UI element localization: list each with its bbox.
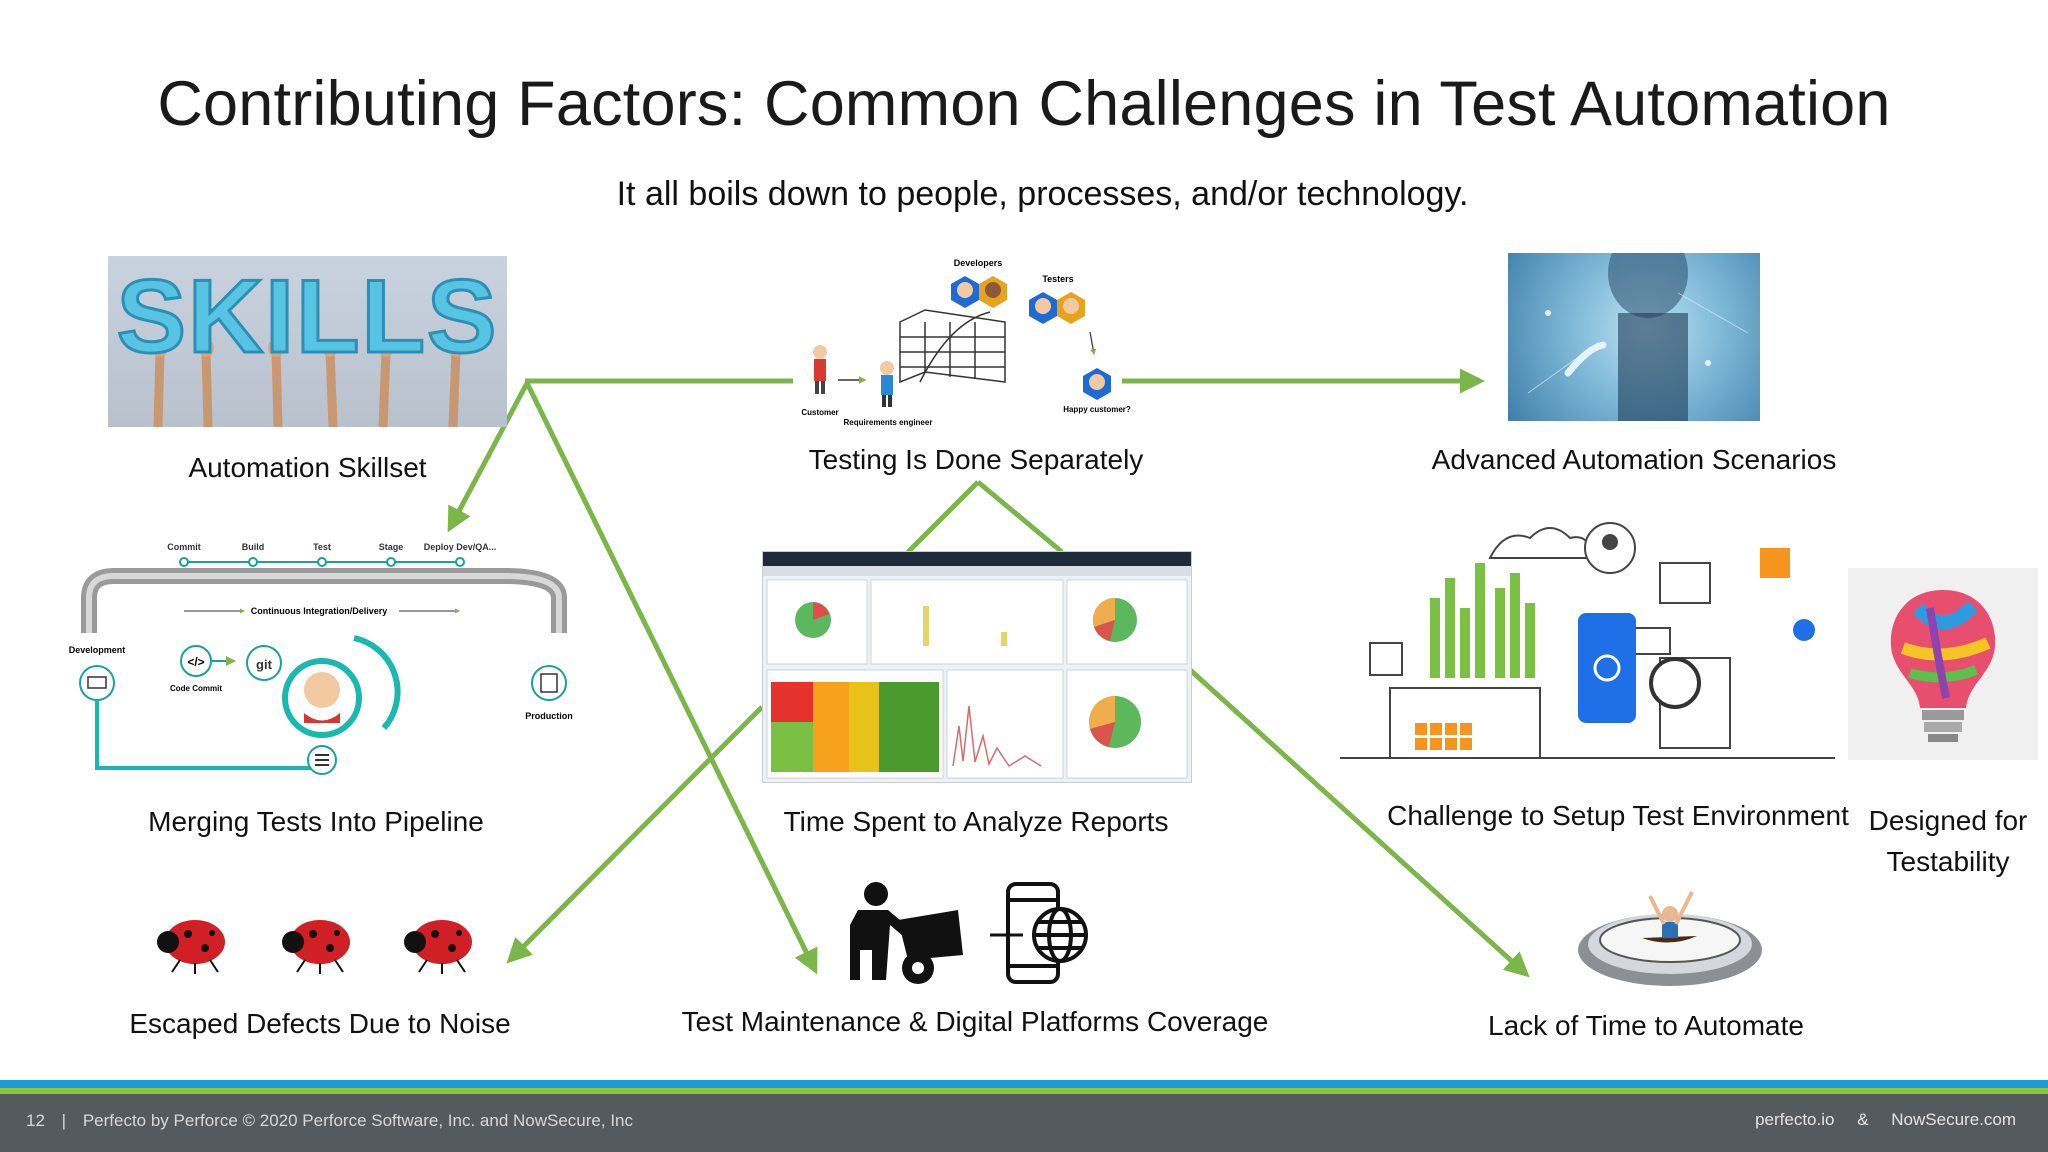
label-production: Production — [525, 711, 573, 721]
magnifier-icon — [1649, 657, 1701, 709]
ci-label: Continuous Integration/Delivery — [251, 606, 388, 616]
caption-lack-of-time: Lack of Time to Automate — [1488, 1010, 1804, 1041]
stage-commit: Commit — [167, 542, 201, 552]
drowning-man-icon — [1648, 891, 1694, 938]
footer-left: 12 | Perfecto by Perforce © 2020 Perforc… — [26, 1111, 633, 1130]
happy-customer-icon — [1083, 368, 1111, 400]
code-icon — [180, 645, 212, 677]
stage-build: Build — [242, 542, 265, 552]
stage-deploy: Deploy Dev/QA... — [424, 542, 497, 552]
lightbulb-image — [1848, 568, 2038, 760]
developer-avatars — [951, 276, 1007, 308]
customer-figure-icon — [813, 345, 827, 394]
cube-box-icon — [1369, 642, 1403, 676]
tester-avatars — [1029, 292, 1085, 324]
label-customer: Customer — [801, 408, 838, 417]
slide-title: Contributing Factors: Common Challenges … — [157, 69, 1891, 139]
footer-stripe-blue — [0, 1080, 2048, 1088]
footer-link-perfecto[interactable]: perfecto.io — [1755, 1110, 1835, 1129]
ladybug-icon-2 — [282, 920, 350, 974]
stage-test: Test — [313, 542, 331, 552]
cloud-icon — [1488, 527, 1594, 559]
pipe-icon — [81, 568, 567, 633]
caption-merging-tests: Merging Tests Into Pipeline — [148, 806, 484, 837]
label-happy-customer: Happy customer? — [1063, 405, 1131, 414]
ladybug-icon-1 — [157, 920, 225, 974]
svg-text:git: git — [256, 657, 273, 672]
lightbulb-icon — [1890, 590, 1996, 742]
arrow-caption-to-reports-right — [976, 480, 1064, 554]
caption-automation-skillset: Automation Skillset — [188, 452, 427, 483]
pipeline-image: Commit Build Test Stage Deploy Dev/QA...… — [64, 538, 584, 775]
footer-copyright: Perfecto by Perforce © 2020 Perforce Sof… — [82, 1111, 633, 1130]
arrow-reports-to-defects — [506, 705, 764, 964]
caption-setup-environment: Challenge to Setup Test Environment — [1387, 800, 1849, 831]
pie-chart-icon-1 — [795, 602, 831, 638]
label-testers: Testers — [1042, 274, 1073, 284]
smartphone-icon — [1578, 613, 1636, 723]
advanced-automation-image — [1508, 253, 1760, 421]
label-development: Development — [69, 645, 126, 655]
badge-icon — [1793, 619, 1815, 641]
environment-image — [1330, 518, 1840, 768]
arrow-skills-to-maintenance — [524, 381, 818, 975]
label-developers: Developers — [954, 258, 1003, 268]
maintenance-icons — [848, 880, 1098, 990]
arrow-reports-to-lack-of-time — [1186, 666, 1530, 978]
arrow-caption-to-reports-left — [906, 480, 980, 554]
footer-right: perfecto.io & NowSecure.com — [1755, 1110, 2016, 1130]
footer-bar — [0, 1094, 2048, 1152]
rss-icon — [1760, 548, 1790, 578]
laptop-icon — [79, 665, 115, 701]
page-number: 12 — [26, 1111, 45, 1130]
stopwatch-image — [1572, 878, 1768, 996]
label-requirements-engineer: Requirements engineer — [844, 418, 933, 427]
pie-chart-icon-2 — [1092, 597, 1137, 642]
git-icon — [246, 645, 282, 681]
ladybug-icon-3 — [404, 920, 472, 974]
label-code-commit: Code Commit — [170, 684, 222, 693]
mobile-globe-icon — [990, 882, 1088, 984]
server-icon — [531, 665, 567, 701]
orange-blocks-icon — [1415, 723, 1472, 750]
svg-text:</>: </> — [187, 655, 204, 669]
caption-designed-testability: Designed for Testability — [1868, 805, 2028, 877]
pie-chart-icon-3 — [1089, 696, 1141, 748]
green-bars-icon — [1430, 563, 1535, 678]
footer-ampersand: & — [1857, 1110, 1869, 1129]
mechanic-car-icon — [850, 882, 963, 984]
reports-dashboard-image — [762, 551, 1192, 783]
caption-testing-separately: Testing Is Done Separately — [808, 444, 1144, 475]
stage-stage: Stage — [379, 542, 404, 552]
skills-image: SKILLS — [108, 256, 507, 427]
brick-wall-icon — [899, 309, 1006, 384]
bar-chart-icon — [923, 606, 1007, 646]
requirements-engineer-icon — [880, 361, 894, 407]
caption-maintenance-coverage: Test Maintenance & Digital Platforms Cov… — [681, 1006, 1269, 1037]
footer-link-nowsecure[interactable]: NowSecure.com — [1891, 1110, 2016, 1129]
caption-advanced-scenarios: Advanced Automation Scenarios — [1431, 444, 1837, 475]
slide-subtitle: It all boils down to people, processes, … — [616, 175, 1469, 213]
caption-escaped-defects: Escaped Defects Due to Noise — [129, 1008, 511, 1039]
caption-analyze-reports: Time Spent to Analyze Reports — [783, 806, 1169, 837]
heatmap-icon — [771, 682, 939, 772]
line-chart-icon — [952, 705, 1042, 768]
skills-word: SKILLS — [115, 258, 499, 377]
testing-flow-image: Developers Testers — [790, 252, 1131, 442]
footer-stripe-green — [0, 1088, 2048, 1094]
arrow-skills-to-pipeline — [447, 381, 530, 533]
chart-screen-icon — [1659, 562, 1711, 604]
ladybugs-image — [150, 908, 490, 978]
